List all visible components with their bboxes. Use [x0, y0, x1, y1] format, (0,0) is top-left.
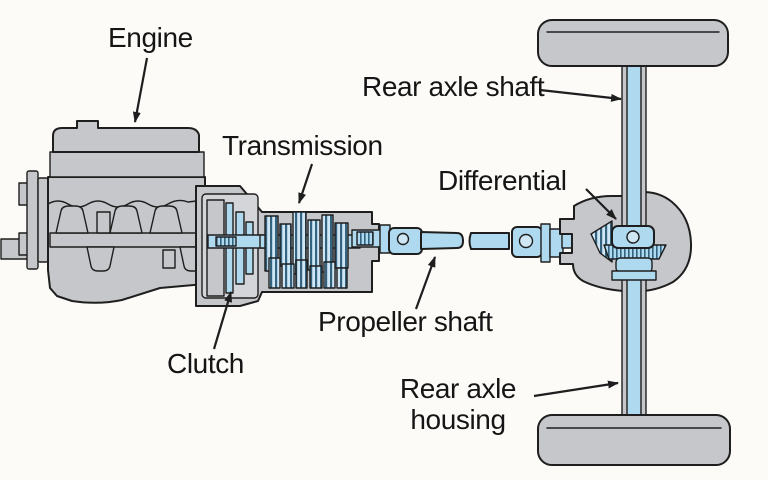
leader-arrows — [132, 57, 622, 398]
rear-axle-shaft-label: Rear axle shaft — [362, 71, 545, 102]
propeller-shaft-graphic — [379, 223, 591, 263]
engine-arrow — [132, 57, 149, 123]
clutch-graphic — [206, 199, 265, 297]
universal-joint-rear-graphic — [511, 223, 591, 263]
rear-axle-housing-label-line1: Rear axle — [399, 373, 517, 404]
gear-cluster-graphic — [259, 211, 361, 289]
clutch-arrow — [212, 291, 233, 350]
universal-joint-front-graphic — [379, 224, 423, 255]
differential-gears-graphic — [590, 220, 667, 281]
crankshaft-graphic — [49, 205, 208, 272]
differential-label: Differential — [438, 165, 567, 196]
clutch-label: Clutch — [167, 348, 244, 379]
transmission-graphic — [195, 185, 395, 307]
propeller-shaft-label: Propeller shaft — [318, 306, 493, 337]
rear-axle-shaft-arrow — [539, 88, 622, 102]
pulley-graphic — [18, 170, 49, 270]
rear-wheel-top-graphic — [537, 19, 729, 67]
output-spline — [356, 231, 374, 246]
engine-label: Engine — [108, 22, 193, 53]
rear-axle-housing-label-line2: housing — [410, 404, 506, 435]
spline-hub — [215, 236, 237, 247]
propeller-shaft-rear-section — [468, 232, 510, 250]
rear-axle-housing-arrow — [533, 380, 619, 398]
differential-arrow — [585, 188, 617, 220]
engine-graphic — [0, 120, 208, 304]
rear-axle-housing-label: Rear axle housing — [392, 373, 524, 435]
propeller-shaft-front-section — [420, 231, 464, 250]
valve-cover — [52, 120, 200, 153]
cylinder-head — [49, 151, 205, 178]
propeller-shaft-arrow — [414, 256, 437, 310]
transmission-label: Transmission — [222, 130, 383, 161]
transmission-arrow — [297, 163, 314, 204]
rear-wheel-bottom-graphic — [537, 414, 731, 466]
